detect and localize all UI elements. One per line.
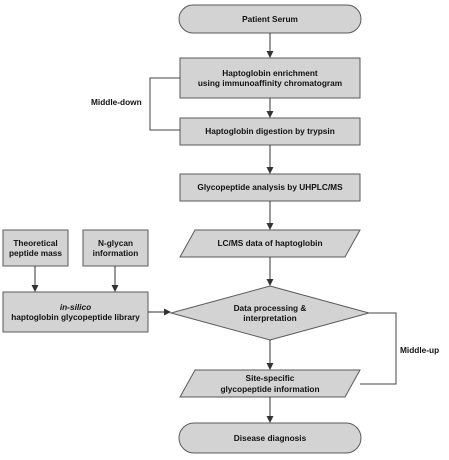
enrichment-label: Haptoglobin enrichment using immunoaffin… [180, 58, 360, 98]
uhplc-label: Glycopeptide analysis by UHPLC/MS [180, 174, 360, 201]
theoretical-label: Theoretical peptide mass [3, 230, 68, 266]
lcms-data-io [179, 229, 361, 258]
library-text-line2: haptoglobin glycopeptide library [11, 312, 140, 322]
lcms-text: LC/MS data of haptoglobin [217, 238, 323, 249]
middle-up-label: Middle-up [400, 345, 440, 355]
nglycan-text-line1: N-glycan [97, 237, 134, 248]
library-label: in-silico haptoglobin glycopeptide libra… [3, 292, 148, 332]
nglycan-text-line2: information [92, 248, 139, 258]
library-text-line1: in-silico [59, 301, 92, 312]
digestion-label: Haptoglobin digestion by trypsin [180, 118, 360, 145]
middle-up-bracket [360, 312, 397, 385]
middle-down-bracket [149, 77, 180, 131]
uhplc-text: Glycopeptide analysis by UHPLC/MS [197, 182, 343, 193]
digestion-text: Haptoglobin digestion by trypsin [205, 126, 335, 137]
lcms-label: LC/MS data of haptoglobin [185, 230, 355, 257]
library-box [2, 291, 149, 333]
nglycan-label: N-glycan information [83, 230, 148, 266]
nglycan-box [82, 229, 149, 267]
sitespecific-text-line1: Site-specific [245, 373, 295, 384]
enrichment-text-line1: Haptoglobin enrichment [222, 67, 318, 78]
enrichment-text-line2: using immunoaffinity chromatogram [197, 78, 343, 88]
digestion-process [179, 117, 361, 146]
sitespecific-io [179, 369, 361, 398]
processing-text-line2: interpretation [243, 313, 297, 323]
patient-serum-label: Patient Serum [179, 5, 361, 33]
processing-text-line1: Data processing & [233, 302, 307, 313]
sitespecific-label: Site-specific glycopeptide information [185, 370, 355, 397]
diagnosis-text: Disease diagnosis [233, 432, 307, 443]
middle-down-label: Middle-down [91, 97, 142, 107]
patient-serum-text: Patient Serum [242, 13, 298, 24]
uhplc-process [179, 173, 361, 202]
diagnosis-terminal [178, 422, 362, 454]
theoretical-text-line2: peptide mass [8, 248, 63, 258]
diagnosis-label: Disease diagnosis [179, 423, 361, 453]
processing-label: Data processing & interpretation [200, 296, 340, 330]
enrichment-process [179, 57, 361, 99]
theoretical-text-line1: Theoretical [13, 237, 58, 248]
sitespecific-text-line2: glycopeptide information [220, 383, 320, 394]
